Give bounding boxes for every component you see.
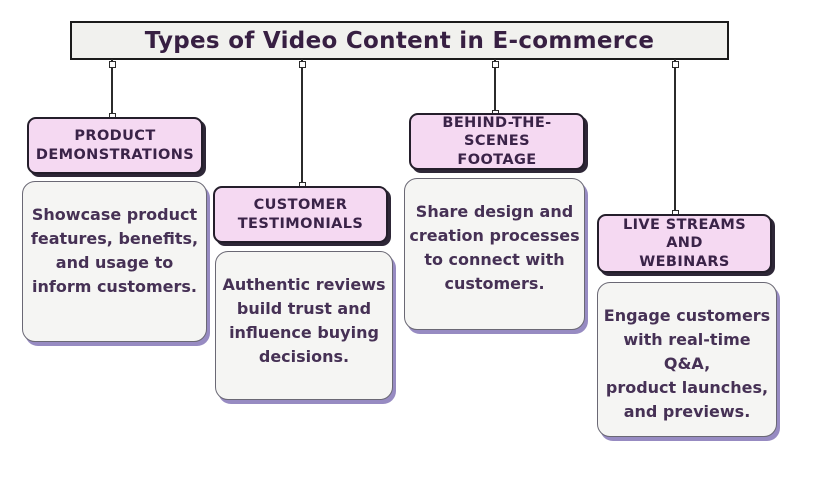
branch-title: LIVE STREAMS AND WEBINARS bbox=[622, 217, 747, 270]
diagram-title-box: Types of Video Content in E-commerce bbox=[70, 21, 729, 60]
connector-node bbox=[299, 61, 306, 68]
branch-header-live-streams: LIVE STREAMS AND WEBINARS bbox=[597, 214, 772, 273]
branch-header-behind-the-scenes: BEHIND-THE- SCENES FOOTAGE bbox=[409, 113, 585, 170]
branch-description-text: Engage customers with real-time Q&A, pro… bbox=[603, 306, 771, 421]
connector-line-live-streams bbox=[674, 59, 676, 214]
connector-line-behind-the-scenes bbox=[494, 59, 496, 114]
branch-description-text: Share design and creation processes to c… bbox=[409, 202, 580, 293]
branch-description-behind-the-scenes: Share design and creation processes to c… bbox=[404, 178, 585, 330]
branch-description-text: Authentic reviews build trust and influe… bbox=[222, 275, 386, 366]
branch-description-product-demonstrations: Showcase product features, benefits, and… bbox=[22, 181, 207, 342]
branch-header-customer-testimonials: CUSTOMER TESTIMONIALS bbox=[213, 186, 388, 243]
branch-title: PRODUCT DEMONSTRATIONS bbox=[35, 128, 195, 163]
branch-description-customer-testimonials: Authentic reviews build trust and influe… bbox=[215, 251, 393, 400]
diagram-title: Types of Video Content in E-commerce bbox=[144, 27, 655, 54]
branch-description-live-streams: Engage customers with real-time Q&A, pro… bbox=[597, 282, 777, 437]
branch-description-text: Showcase product features, benefits, and… bbox=[30, 205, 199, 296]
branch-title: CUSTOMER TESTIMONIALS bbox=[237, 197, 364, 232]
connector-node bbox=[109, 61, 116, 68]
connector-line-customer-testimonials bbox=[301, 59, 303, 186]
connector-node bbox=[492, 61, 499, 68]
branch-header-product-demonstrations: PRODUCT DEMONSTRATIONS bbox=[27, 117, 203, 174]
branch-title: BEHIND-THE- SCENES FOOTAGE bbox=[442, 115, 552, 168]
connector-node bbox=[672, 61, 679, 68]
connector-line-product-demonstrations bbox=[111, 59, 113, 117]
